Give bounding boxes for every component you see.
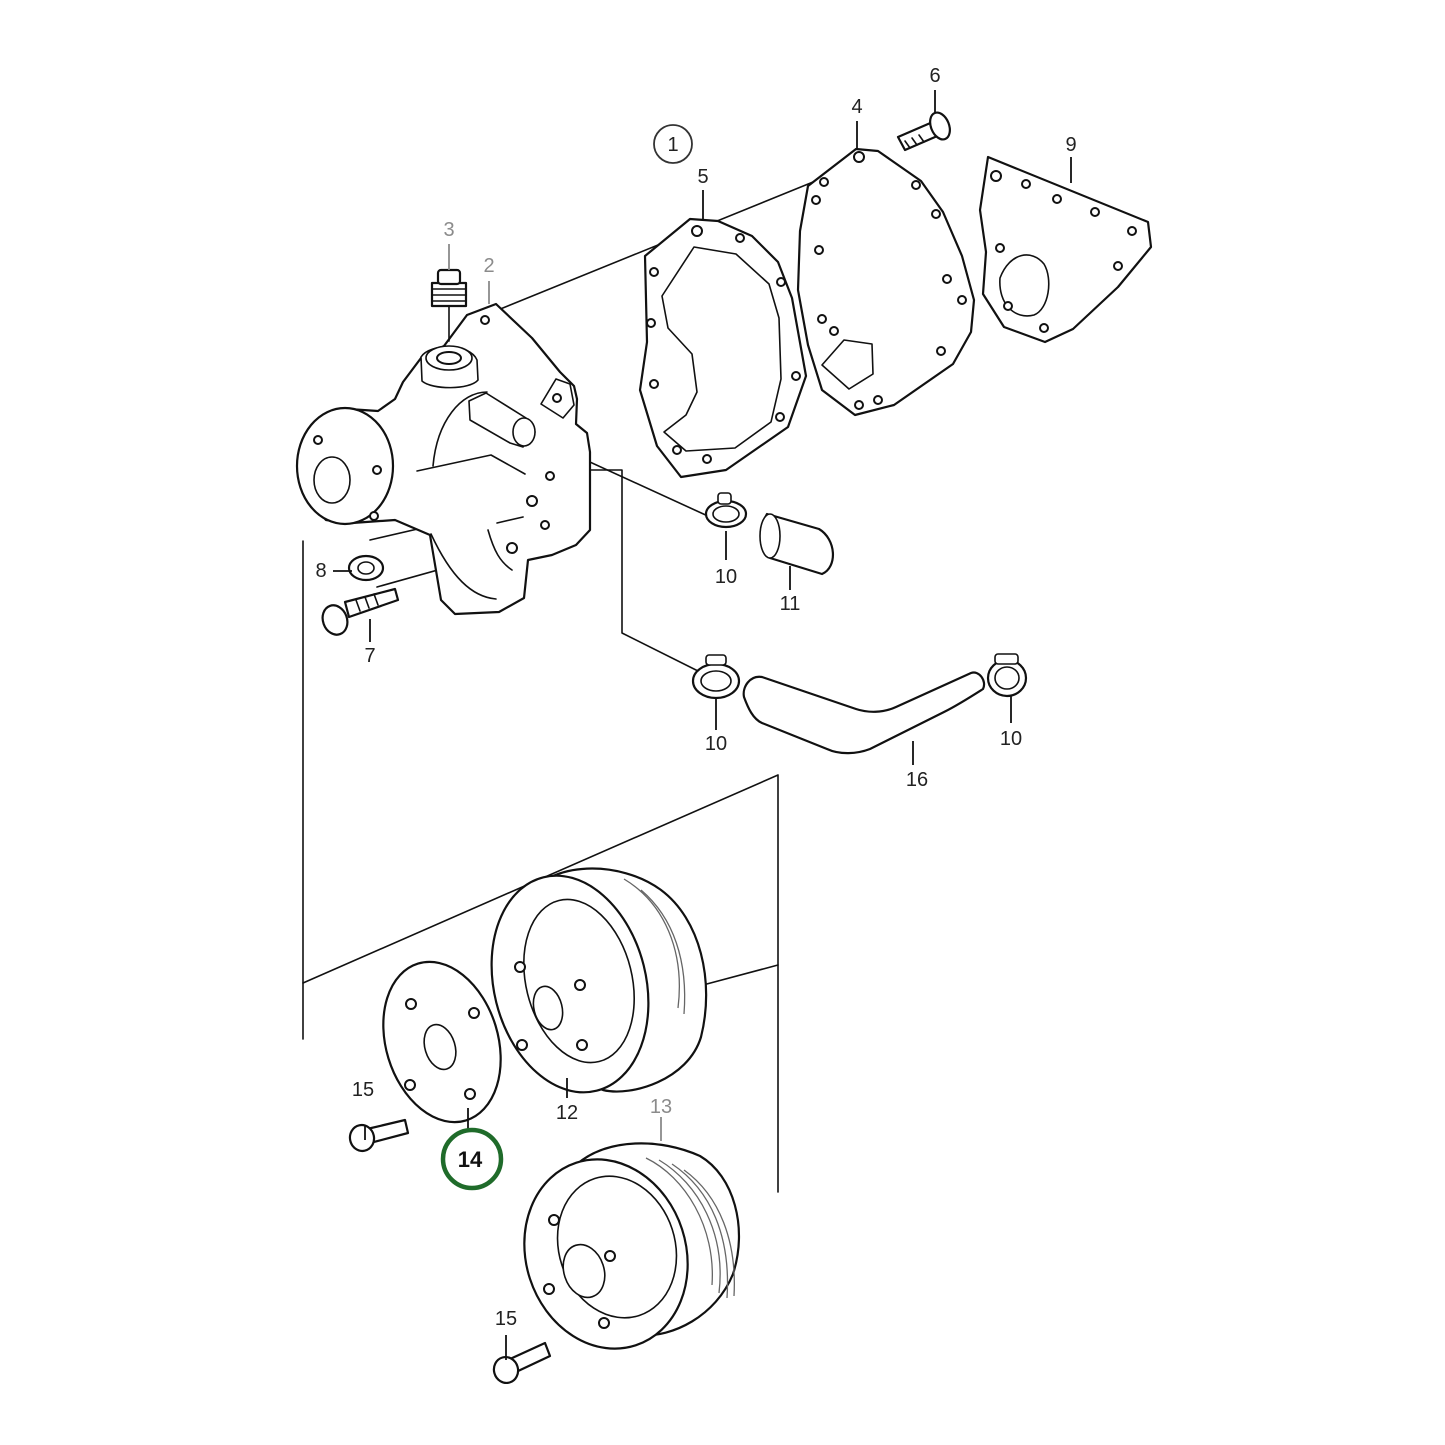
pump-shaft-hub [313, 456, 351, 504]
fastener-8[interactable] [347, 554, 385, 582]
bolt-15-lower[interactable] [491, 1341, 552, 1386]
hose-clamp-and-cap[interactable] [704, 492, 835, 576]
spacer-14[interactable] [364, 947, 519, 1137]
callout-16[interactable]: 16 [906, 769, 928, 791]
callout-6[interactable]: 6 [929, 65, 940, 87]
callout-5[interactable]: 5 [697, 166, 708, 188]
pump-plug[interactable] [430, 268, 468, 342]
assembly-number: 1 [667, 134, 678, 156]
cover-plate-4[interactable] [796, 147, 976, 417]
callout-10-upper[interactable]: 10 [715, 566, 737, 588]
pump-housing-outline [300, 302, 592, 616]
callout-15-lower[interactable]: 15 [495, 1308, 517, 1330]
bolt-7[interactable] [319, 587, 400, 638]
callout-10-lower-left[interactable]: 10 [705, 733, 727, 755]
callout-leaders [333, 90, 1072, 1360]
gasket-5-inner [661, 246, 782, 452]
callout-13[interactable]: 13 [650, 1096, 672, 1118]
pulley-12[interactable] [470, 859, 708, 1109]
assembly-indicator[interactable]: 1 [653, 124, 693, 164]
assembly-ring [653, 124, 693, 164]
callout-15-upper[interactable]: 15 [352, 1079, 374, 1101]
callout-labels: 2 3 4 5 6 7 8 9 10 10 10 11 12 13 14 15 … [315, 65, 1076, 1330]
cover-window [821, 339, 874, 390]
gasket-5[interactable] [638, 217, 808, 479]
callout-7[interactable]: 7 [364, 645, 375, 667]
pulley-bracket-top [302, 774, 779, 1193]
hose-16-with-clamps[interactable] [691, 653, 1028, 755]
callout-9[interactable]: 9 [1065, 134, 1076, 156]
water-pump-body[interactable] [295, 302, 592, 616]
pulley-bracket-connector [702, 964, 779, 986]
callout-8[interactable]: 8 [315, 560, 326, 582]
gasket-9[interactable] [978, 155, 1153, 344]
bolt-15-upper[interactable] [348, 1118, 410, 1153]
callout-12[interactable]: 12 [556, 1102, 578, 1124]
callout-11[interactable]: 11 [780, 593, 801, 615]
pulley-13[interactable] [500, 1138, 741, 1370]
callout-3[interactable]: 3 [443, 219, 454, 241]
hose-bracket [588, 469, 713, 679]
selected-callout-ring[interactable] [440, 1127, 504, 1191]
gasket-9-outline [978, 155, 1153, 344]
callout-10-lower-right[interactable]: 10 [1000, 728, 1022, 750]
callout-14[interactable]: 14 [458, 1147, 483, 1172]
callout-4[interactable]: 4 [851, 96, 862, 118]
callout-2[interactable]: 2 [483, 255, 494, 277]
hose-16 [742, 671, 986, 755]
screw-6[interactable] [896, 110, 954, 152]
